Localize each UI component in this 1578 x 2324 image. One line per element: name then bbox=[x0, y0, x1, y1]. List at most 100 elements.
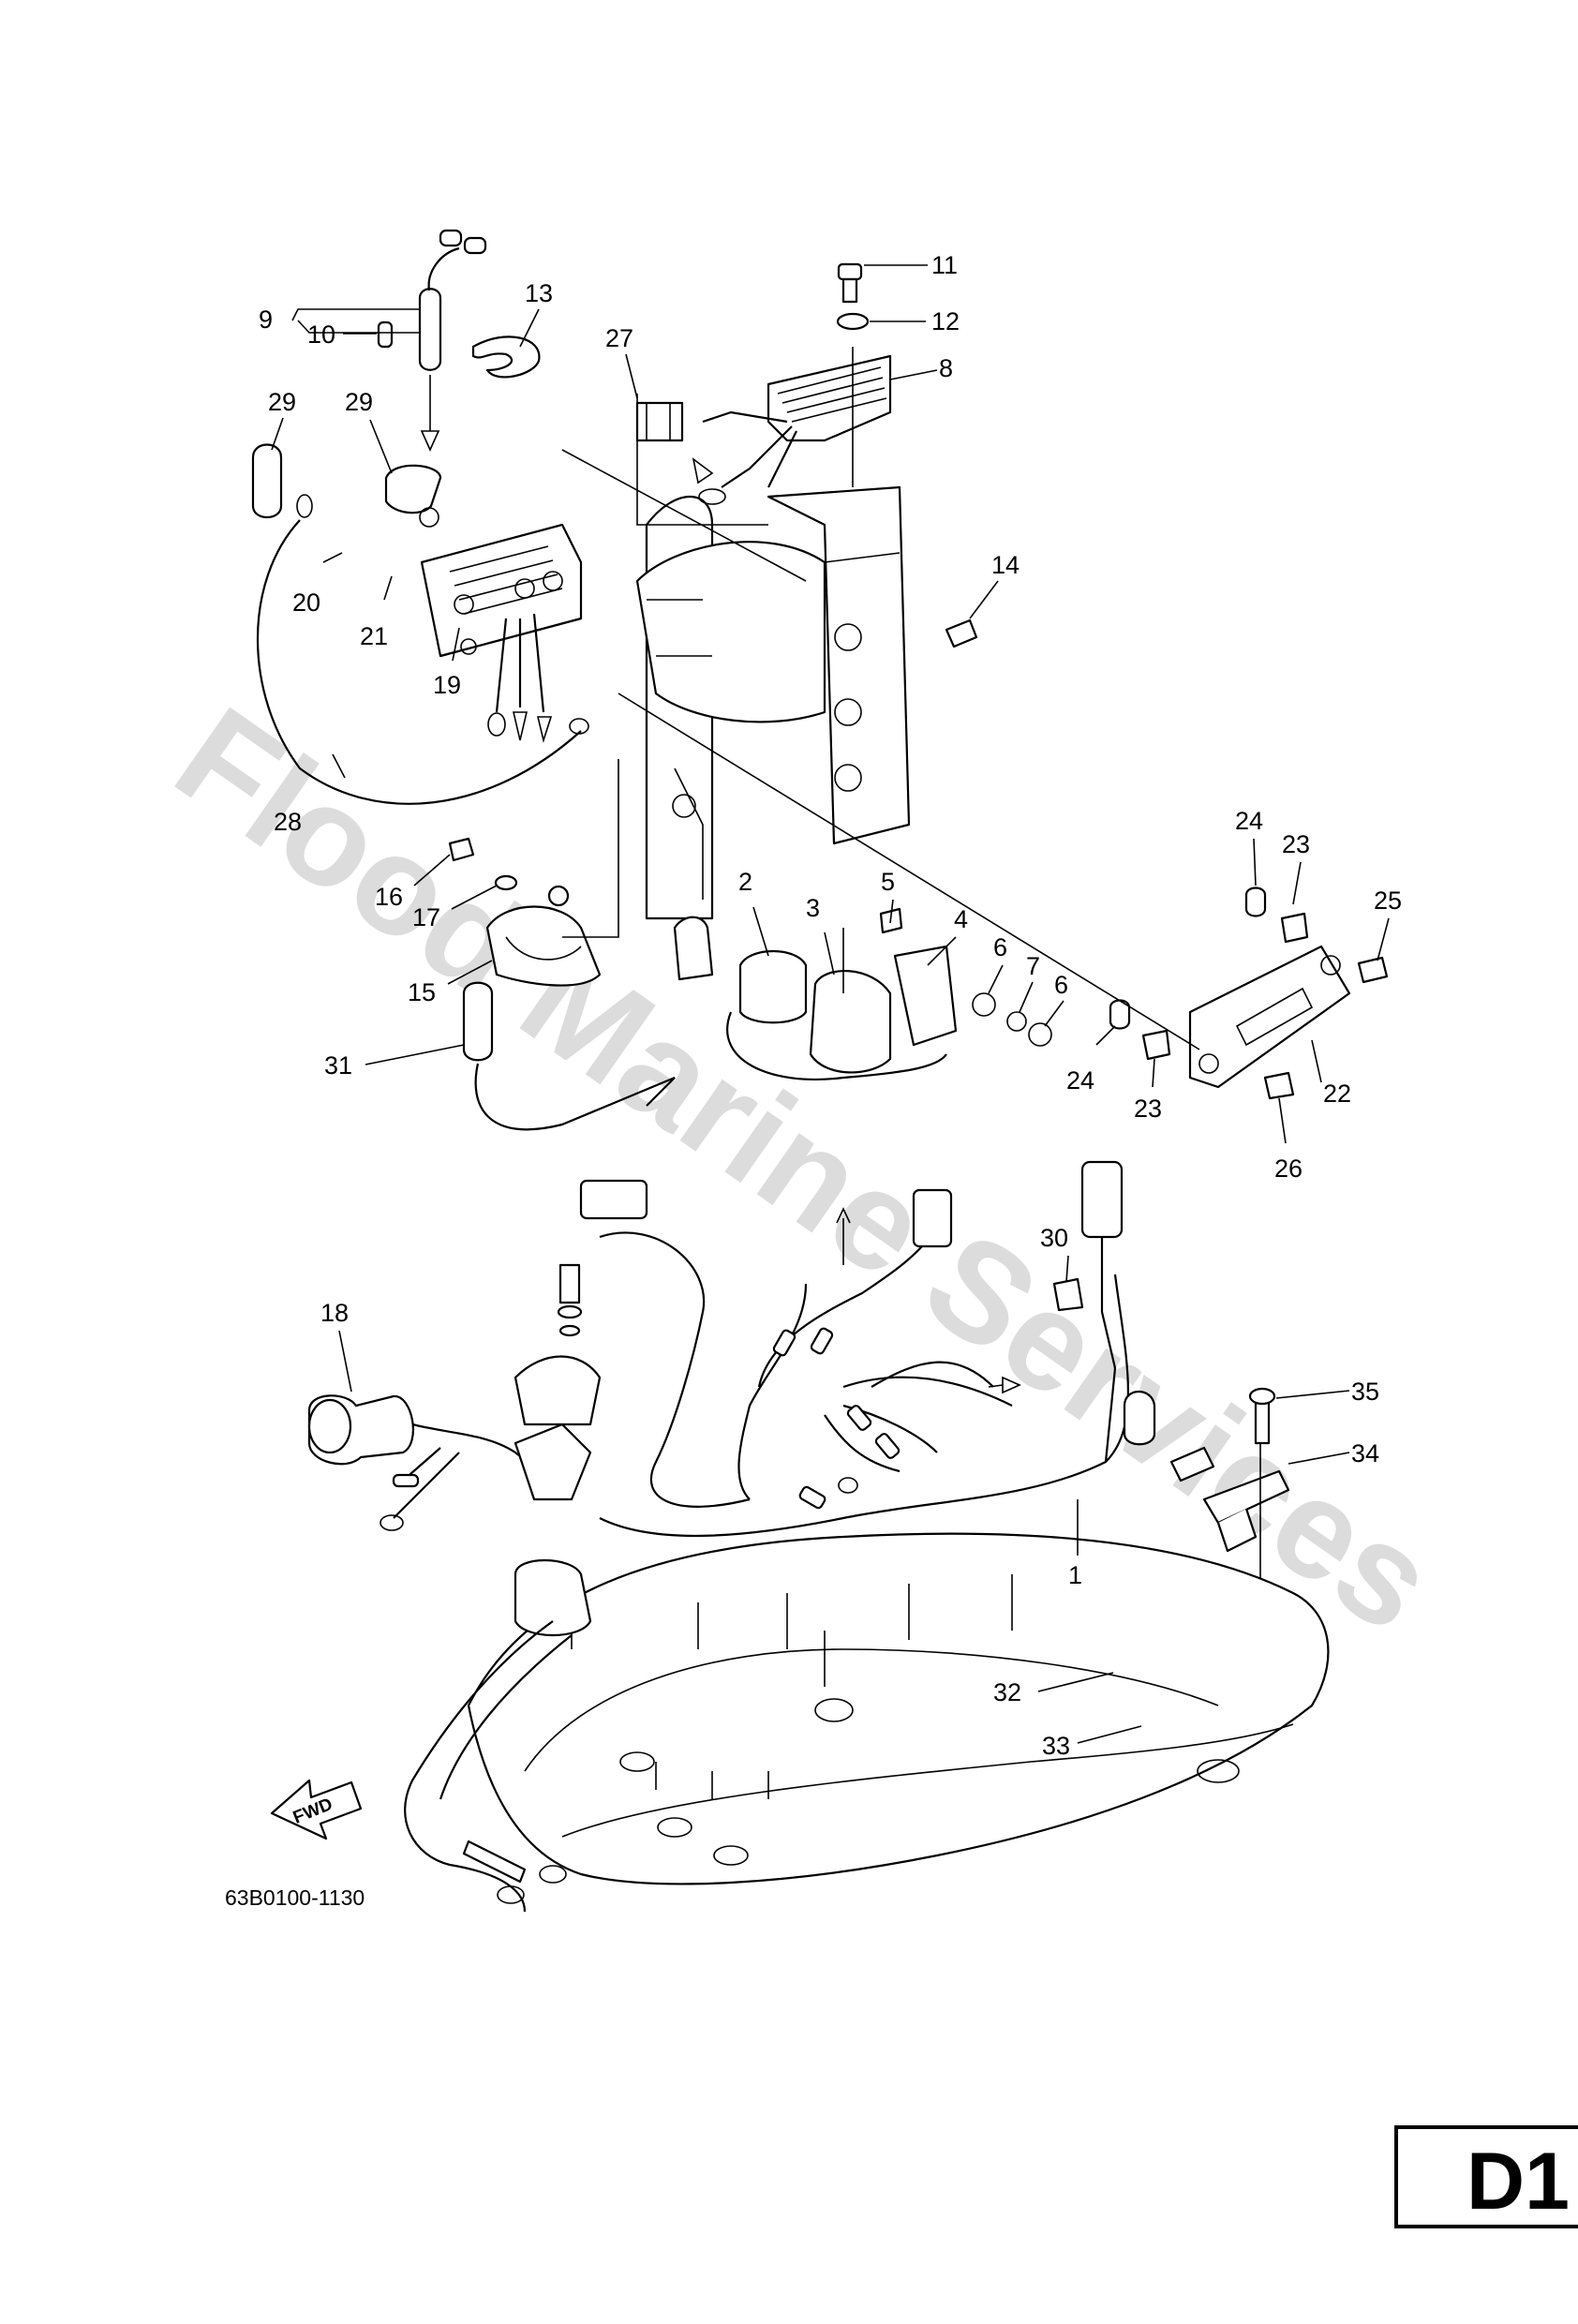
callout-number: 7 bbox=[1026, 952, 1040, 980]
page-id: D1 bbox=[1466, 2137, 1570, 2227]
callout: 28 bbox=[274, 753, 346, 836]
bracket-34-and-bolt-35 bbox=[1202, 1387, 1290, 1715]
callout-number: 6 bbox=[1054, 971, 1068, 999]
callout: 16 bbox=[375, 854, 451, 911]
callout-number: 33 bbox=[1042, 1732, 1070, 1760]
callout-number: 22 bbox=[1323, 1080, 1351, 1108]
callout: 33 bbox=[1042, 1725, 1142, 1760]
callout-number: 35 bbox=[1351, 1378, 1379, 1406]
bracket-22-with-grommets bbox=[1109, 886, 1389, 1100]
callout: 10 bbox=[307, 320, 377, 349]
callout-number: 16 bbox=[375, 883, 403, 911]
callout: 11 bbox=[864, 251, 958, 279]
callout-number: 10 bbox=[307, 320, 335, 349]
callout: 32 bbox=[993, 1672, 1114, 1706]
callout-number: 14 bbox=[991, 551, 1020, 579]
callout-number: 19 bbox=[433, 671, 461, 699]
callout-number: 34 bbox=[1351, 1439, 1379, 1467]
callout-number: 31 bbox=[324, 1051, 352, 1080]
watermark: Flood Marine Services bbox=[150, 677, 1463, 1661]
callout: 24 bbox=[1235, 807, 1263, 886]
callout: 13 bbox=[519, 279, 553, 348]
callout: 22 bbox=[1311, 1039, 1351, 1108]
callout: 14 bbox=[969, 551, 1020, 619]
callout: 30 bbox=[1040, 1224, 1069, 1283]
callout-labels: 1 2 3 4 5 6 6 7 8 9 10 11 12 13 14 15 16… bbox=[259, 251, 1402, 1760]
callout: 15 bbox=[408, 960, 493, 1006]
main-wire-harness-1 bbox=[579, 1160, 1130, 1538]
mounting-bracket bbox=[635, 485, 911, 920]
callout-number: 1 bbox=[1068, 1561, 1082, 1589]
callout: 26 bbox=[1274, 1097, 1303, 1183]
diagram-code: 63B0100-1130 bbox=[225, 1885, 365, 1910]
bottom-cowling bbox=[467, 1532, 1330, 1885]
callout-number: 21 bbox=[360, 622, 388, 650]
callout-number: 30 bbox=[1040, 1224, 1068, 1252]
callout: 29 bbox=[345, 388, 393, 474]
neutral-switch-2-3-4 bbox=[673, 907, 1052, 1081]
callout-number: 24 bbox=[1235, 807, 1263, 835]
callout: 9 bbox=[259, 305, 420, 334]
callout-number: 18 bbox=[320, 1299, 349, 1327]
callout-number: 32 bbox=[993, 1678, 1021, 1706]
callout-number: 2 bbox=[738, 868, 752, 896]
callout: 19 bbox=[433, 627, 461, 699]
switch-and-clamp-9-10-13 bbox=[251, 229, 541, 528]
callout-number: 26 bbox=[1274, 1155, 1303, 1183]
callout-number: 12 bbox=[931, 307, 960, 335]
battery-lead bbox=[404, 1620, 573, 1913]
clamp-30-and-cap bbox=[1052, 1277, 1215, 1482]
relay-box-19 bbox=[420, 523, 583, 743]
callout: 23 bbox=[1134, 1058, 1162, 1123]
callout: 1 bbox=[1068, 1499, 1082, 1589]
callout-number: 15 bbox=[408, 978, 436, 1006]
callout: 5 bbox=[881, 868, 895, 924]
callout: 8 bbox=[889, 354, 953, 382]
callout-number: 28 bbox=[274, 808, 302, 836]
callout-number: 5 bbox=[881, 868, 895, 896]
callout-number: 27 bbox=[605, 324, 633, 352]
callout: 34 bbox=[1288, 1439, 1379, 1467]
callout: 21 bbox=[360, 575, 393, 650]
callout-number: 24 bbox=[1066, 1066, 1094, 1095]
callout: 3 bbox=[806, 894, 835, 976]
rectifier-regulator-8 bbox=[635, 354, 892, 505]
callout: 7 bbox=[1019, 952, 1040, 1013]
callout: 35 bbox=[1275, 1378, 1379, 1406]
callout-number: 20 bbox=[292, 588, 320, 617]
cap-31 bbox=[462, 981, 676, 1131]
callout-number: 23 bbox=[1282, 830, 1310, 858]
callout: 20 bbox=[292, 552, 343, 617]
callout: 24 bbox=[1066, 1025, 1116, 1095]
callout: 2 bbox=[738, 868, 769, 957]
callout-number: 6 bbox=[993, 933, 1007, 961]
callout: 17 bbox=[412, 885, 498, 931]
grommet-cap bbox=[514, 1559, 592, 1636]
callout-number: 23 bbox=[1134, 1095, 1162, 1123]
callout: 31 bbox=[324, 1044, 465, 1080]
callout: 23 bbox=[1282, 830, 1310, 905]
screw-14 bbox=[945, 618, 978, 648]
mount-plate-with-bolt bbox=[514, 1263, 602, 1426]
harness-clamp-15 bbox=[448, 837, 602, 987]
callout: 25 bbox=[1374, 886, 1402, 961]
callout-number: 13 bbox=[525, 279, 553, 307]
main-switch-18 bbox=[307, 1394, 592, 1531]
bolt-11-and-washer-12 bbox=[836, 262, 870, 331]
callout: 6 bbox=[1044, 971, 1068, 1027]
callout-number: 29 bbox=[268, 388, 296, 416]
callout-number: 4 bbox=[954, 905, 968, 933]
callout: 6 bbox=[988, 933, 1007, 994]
ground-lead-28 bbox=[256, 494, 589, 805]
callout-number: 17 bbox=[412, 903, 440, 931]
callout: 29 bbox=[268, 388, 296, 451]
callout-number: 8 bbox=[939, 354, 953, 382]
page-id-box: D1 bbox=[1394, 2125, 1578, 2228]
callout-number: 9 bbox=[259, 305, 273, 334]
callout: 12 bbox=[870, 307, 960, 335]
callout-number: 25 bbox=[1374, 886, 1402, 915]
callout: 4 bbox=[927, 905, 968, 966]
callout: 18 bbox=[320, 1299, 352, 1393]
forward-direction-arrow: FWD bbox=[270, 1779, 363, 1840]
